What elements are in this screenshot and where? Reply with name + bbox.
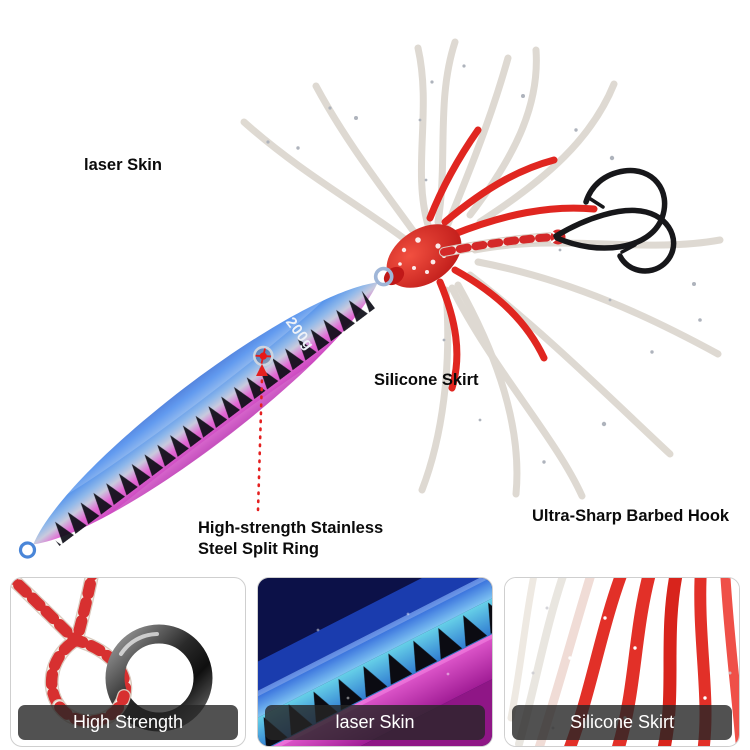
glitter-specks <box>266 64 702 464</box>
detail-panels: High Strength <box>10 577 740 747</box>
barbed-hooks <box>553 167 677 274</box>
skirt-head <box>383 224 462 288</box>
panel-caption-high-strength: High Strength <box>18 705 238 740</box>
annotation-barbed-hook: Ultra-Sharp Barbed Hook <box>532 507 730 525</box>
annotation-laser-skin: laser Skin <box>84 156 162 174</box>
annotation-split-ring-line1: High-strength Stainless <box>198 519 384 537</box>
head-eyelet <box>373 266 394 287</box>
annotation-split-ring: High-strength Stainless Steel Split Ring <box>198 518 383 561</box>
annotation-split-ring-line2: Steel Split Ring <box>198 540 320 559</box>
assist-cord <box>439 229 566 257</box>
braided-cord <box>11 578 133 729</box>
panel-caption-silicone-skirt: Silicone Skirt <box>512 705 732 740</box>
lure-illustration: 200g <box>18 38 724 559</box>
skirt-red-tentacles <box>426 126 598 392</box>
jig-body: 200g <box>18 266 394 559</box>
split-ring-pointer <box>256 364 268 512</box>
panel-laser-skin: laser Skin <box>257 577 493 747</box>
split-ring-eye <box>252 345 274 367</box>
panel-caption-laser-skin: laser Skin <box>265 705 485 740</box>
panel-high-strength: High Strength <box>10 577 246 747</box>
panel-silicone-skirt: Silicone Skirt <box>504 577 740 747</box>
tail-eyelet <box>18 541 37 559</box>
laser-zigzag-pattern <box>45 289 376 547</box>
annotation-silicone-skirt: Silicone Skirt <box>374 371 479 389</box>
